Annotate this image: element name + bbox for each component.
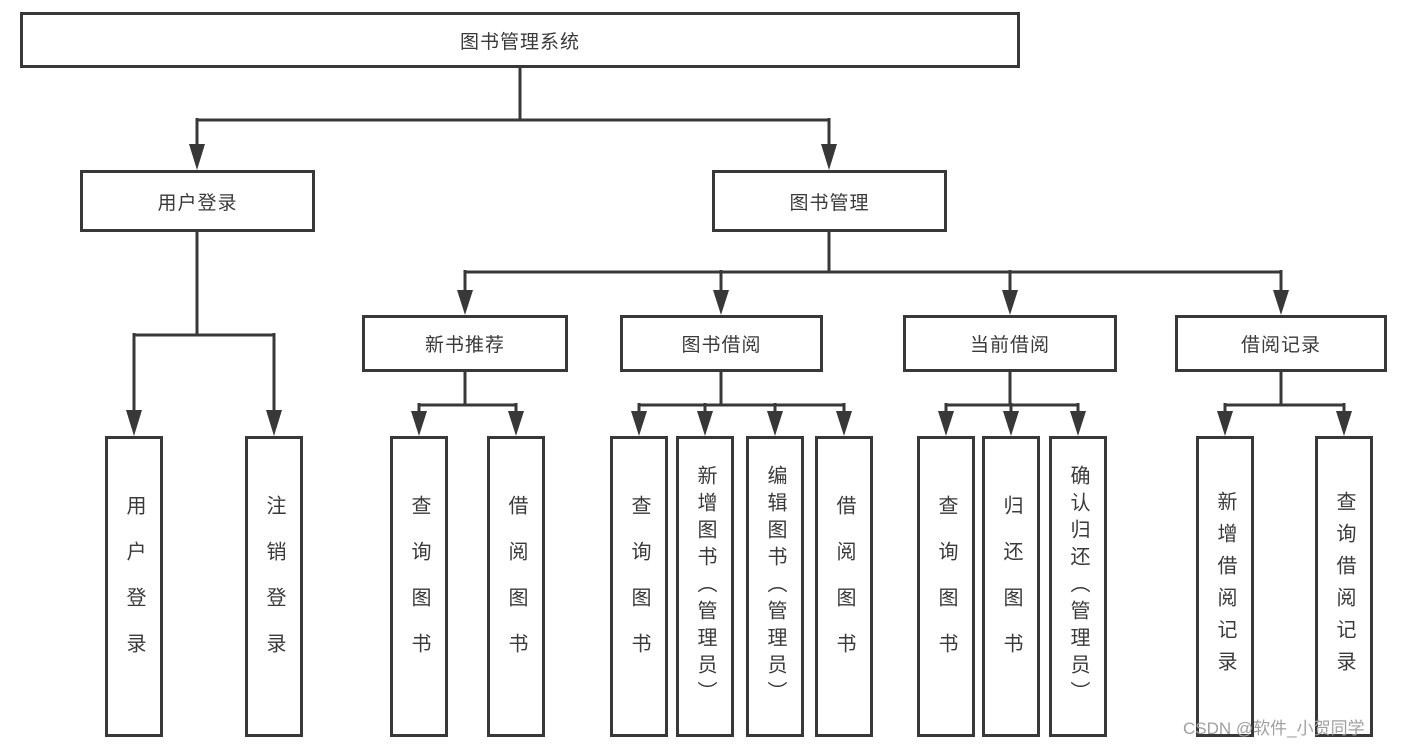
leaf-logout: 注销登录 — [245, 436, 303, 737]
leaf-label: 查询借阅记录 — [1333, 490, 1355, 683]
leaf-label: 注销登录 — [263, 494, 285, 679]
node-user-login: 用户登录 — [80, 170, 315, 232]
leaf-confirm-return-admin: 确认归还（管理员） — [1049, 436, 1107, 737]
leaf-label: 查询图书 — [628, 494, 650, 679]
leaf-label: 查询图书 — [935, 494, 957, 679]
connector-borrow-record-children — [1217, 372, 1352, 436]
connector-current-borrow-children — [938, 372, 1086, 436]
leaf-user-login: 用户登录 — [105, 436, 163, 737]
node-user-login-label: 用户登录 — [157, 192, 238, 214]
leaf-label: 新增借阅记录 — [1214, 490, 1236, 683]
node-book-management-label: 图书管理 — [789, 192, 870, 214]
leaf-add-borrow-record: 新增借阅记录 — [1196, 436, 1254, 737]
node-new-book-recommend-label: 新书推荐 — [424, 335, 505, 356]
leaf-label: 用户登录 — [123, 494, 145, 679]
leaf-edit-books-admin: 编辑图书（管理员） — [746, 436, 804, 737]
node-root: 图书管理系统 — [20, 12, 1020, 68]
connector-new-book-recommend-children — [411, 372, 524, 436]
leaf-return-books: 归还图书 — [982, 436, 1040, 737]
node-borrow-record-label: 借阅记录 — [1240, 335, 1321, 356]
leaf-query-books-recommend: 查询图书 — [390, 436, 448, 737]
leaf-label: 借阅图书 — [833, 494, 855, 679]
leaf-query-books-borrow: 查询图书 — [610, 436, 668, 737]
leaf-label: 借阅图书 — [505, 494, 527, 679]
node-book-management: 图书管理 — [712, 170, 947, 232]
node-borrow-record: 借阅记录 — [1175, 315, 1387, 372]
connector-book-management-children — [457, 232, 1289, 315]
connector-root-to-level2 — [189, 68, 837, 170]
node-book-borrow: 图书借阅 — [620, 315, 823, 372]
leaf-borrow-books: 借阅图书 — [815, 436, 873, 737]
leaf-add-books-admin: 新增图书（管理员） — [676, 436, 734, 737]
leaf-borrow-books-recommend: 借阅图书 — [487, 436, 545, 737]
connector-book-borrow-children — [631, 372, 852, 436]
node-current-borrow-label: 当前借阅 — [969, 335, 1050, 356]
leaf-label: 归还图书 — [1000, 494, 1022, 679]
node-new-book-recommend: 新书推荐 — [362, 315, 568, 372]
leaf-label: 查询图书 — [408, 494, 430, 679]
node-current-borrow: 当前借阅 — [903, 315, 1117, 372]
leaf-query-books-current: 查询图书 — [917, 436, 975, 737]
node-root-label: 图书管理系统 — [459, 31, 580, 53]
connector-user-login-children — [126, 232, 282, 436]
leaf-label: 编辑图书（管理员） — [764, 465, 786, 708]
leaf-label: 新增图书（管理员） — [694, 465, 716, 708]
leaf-label: 确认归还（管理员） — [1067, 465, 1089, 708]
csdn-watermark: CSDN @软件_小贺同学 — [1183, 719, 1365, 738]
leaf-query-borrow-record: 查询借阅记录 — [1315, 436, 1373, 737]
node-book-borrow-label: 图书借阅 — [681, 335, 762, 356]
